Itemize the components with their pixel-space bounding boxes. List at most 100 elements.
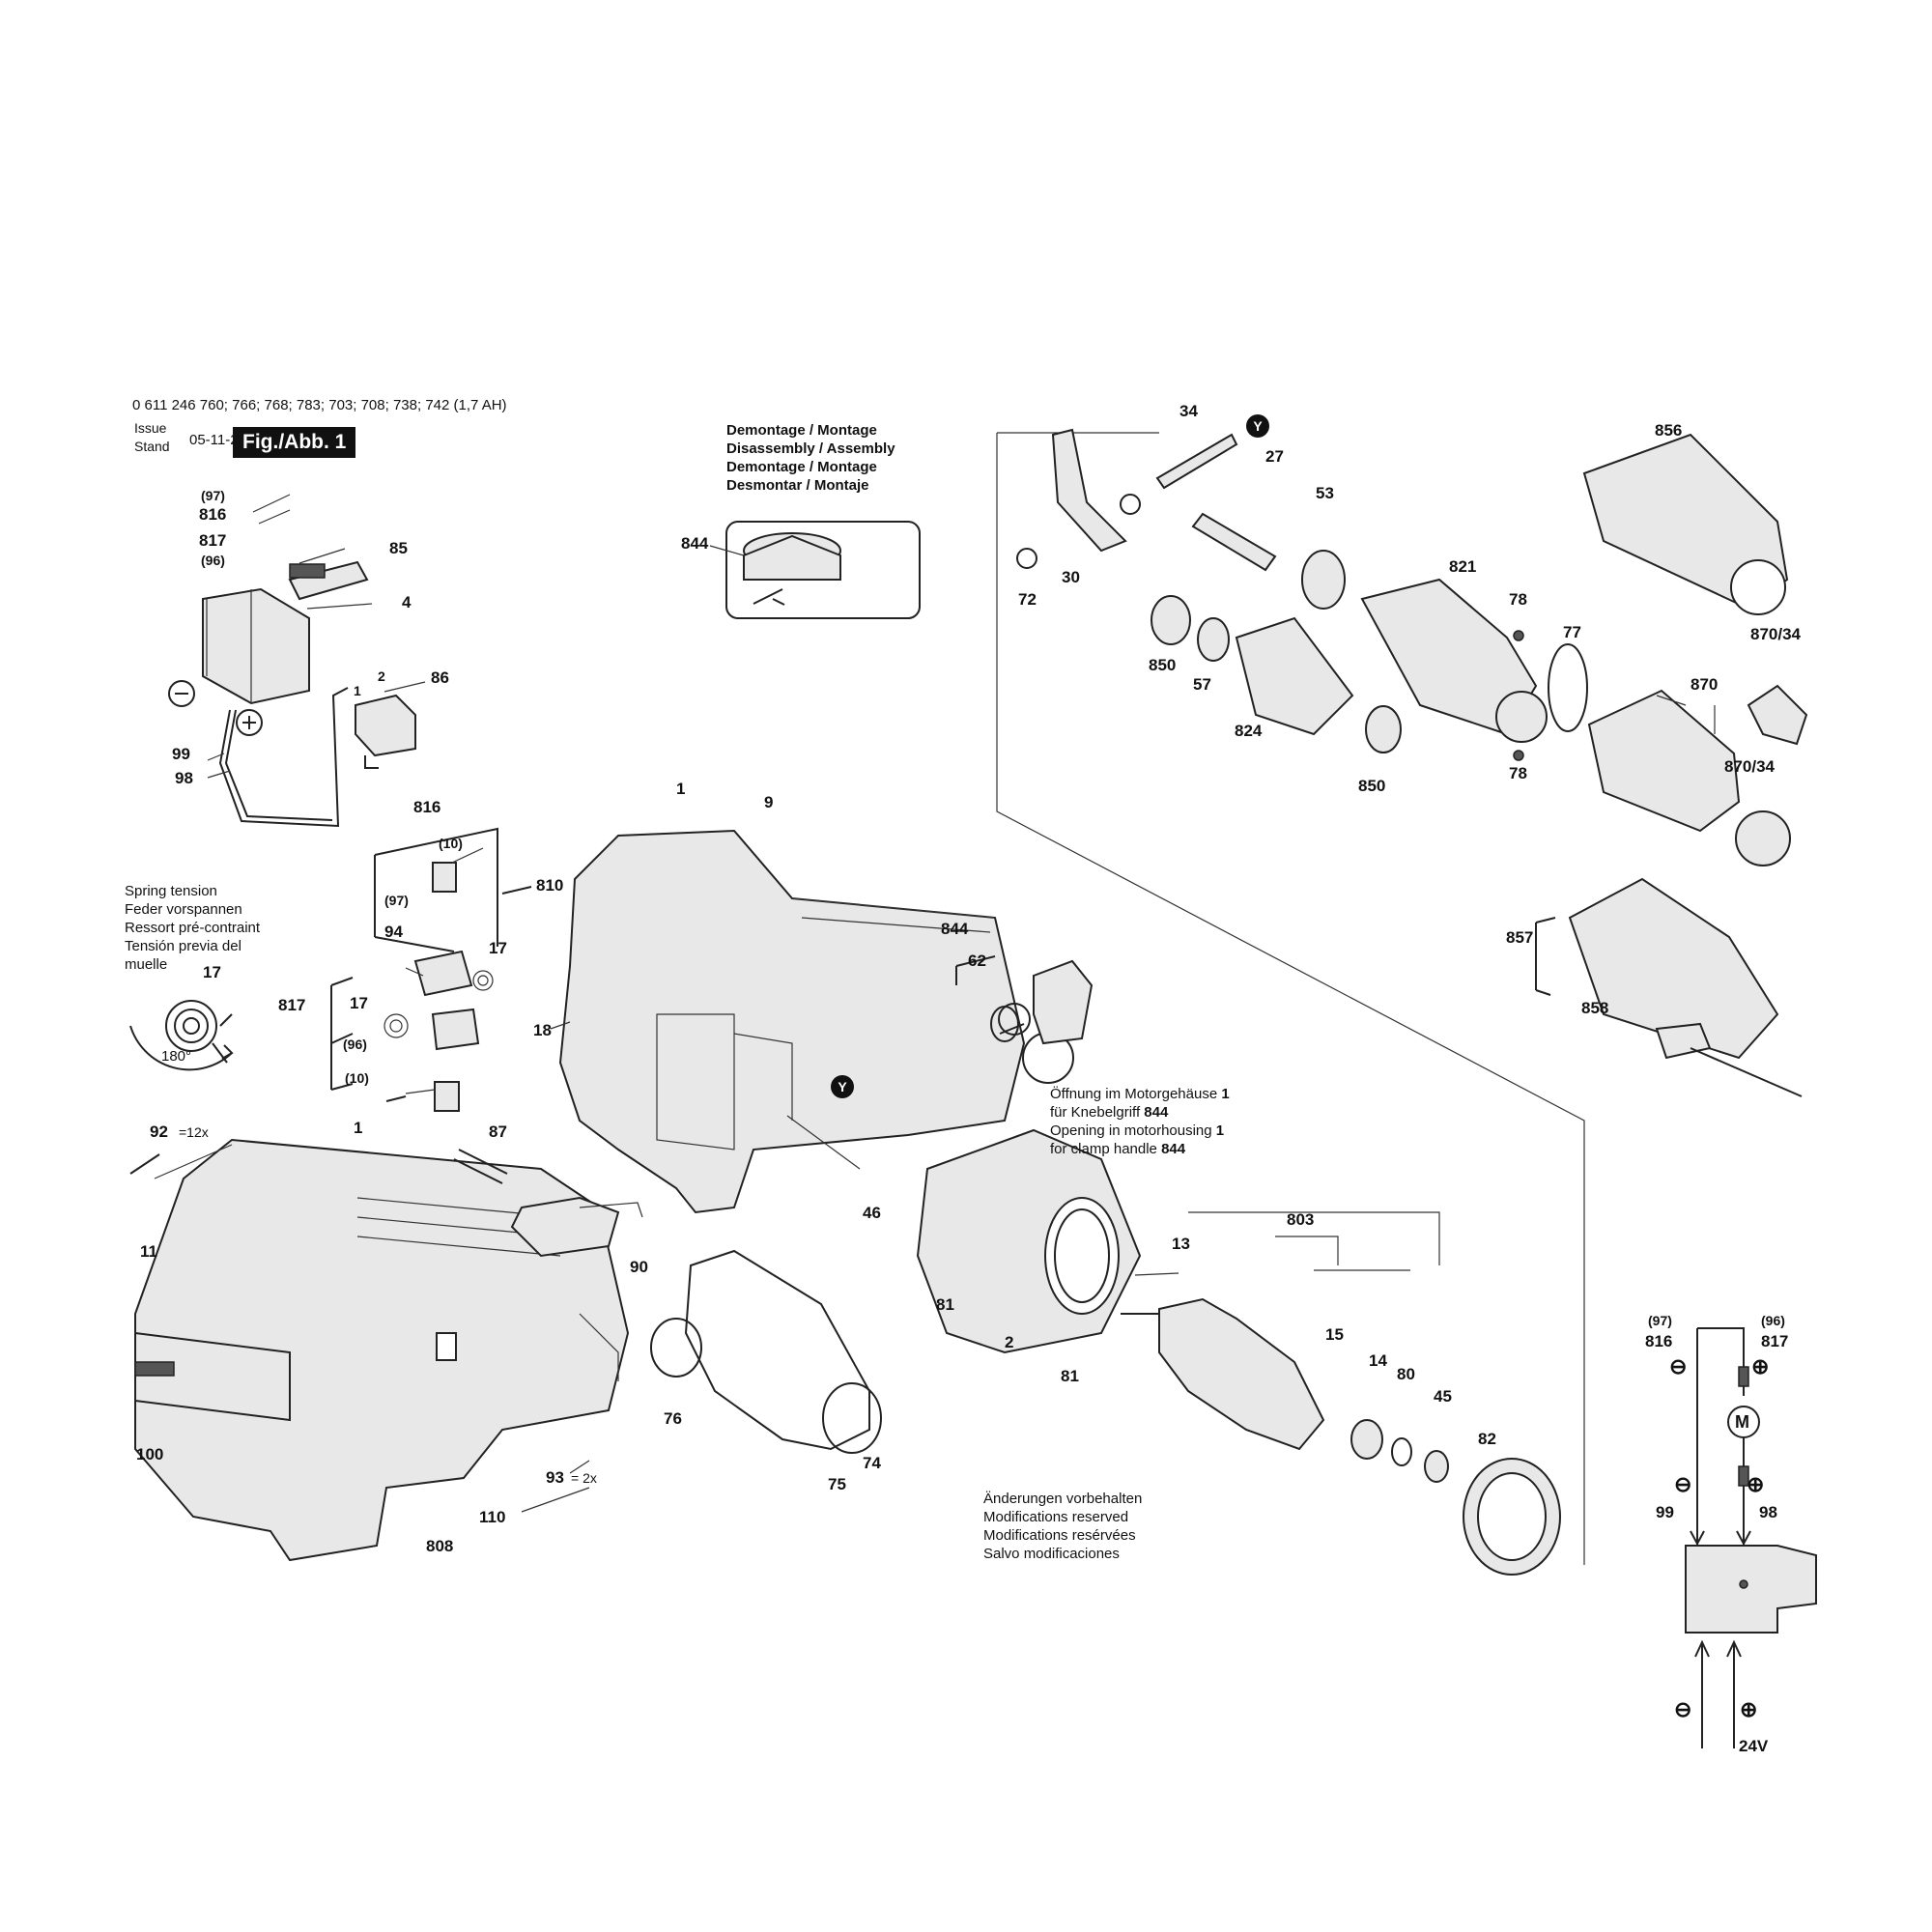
part-label: 13 — [1172, 1235, 1190, 1253]
part-label: 803 — [1287, 1210, 1315, 1229]
opening-note-ref: 1 — [1215, 1122, 1225, 1139]
part-label: 99 — [1656, 1503, 1674, 1521]
part-label: 77 — [1563, 623, 1581, 641]
modifications-note: Änderungen vorbehalten Modifications res… — [983, 1490, 1142, 1563]
part-label: 45 — [1434, 1387, 1452, 1406]
plus-symbol: ⊕ — [1747, 1472, 1765, 1496]
spring-note-line: muelle — [125, 956, 168, 973]
modifications-line: Modifications resérvées — [983, 1527, 1136, 1544]
opening-note-text: Opening in motorhousing — [1050, 1122, 1216, 1139]
gearbox-parts-drawing — [1016, 428, 1588, 761]
y-marker: Y — [1246, 414, 1269, 438]
minus-symbol: ⊖ — [1669, 1354, 1688, 1378]
part-label: 81 — [1061, 1367, 1079, 1385]
part-label: 94 — [384, 923, 403, 941]
stand-label: Stand — [134, 439, 170, 454]
assembly-note-line: Disassembly / Assembly — [726, 440, 895, 457]
part-label: 817 — [278, 996, 306, 1014]
opening-note-text: for clamp handle — [1050, 1141, 1162, 1157]
part-label: 15 — [1325, 1325, 1344, 1344]
part-label: 46 — [863, 1204, 881, 1222]
part-label: 82 — [1478, 1430, 1496, 1448]
part-label: 870 — [1690, 675, 1719, 694]
housing-half-left-drawing — [129, 1138, 630, 1562]
part-label: 74 — [863, 1454, 881, 1472]
modifications-line: Änderungen vorbehalten — [983, 1491, 1143, 1507]
part-label: (10) — [345, 1070, 369, 1086]
model-numbers: 0 611 246 760; 766; 768; 783; 703; 708; … — [132, 397, 507, 413]
y-marker: Y — [831, 1075, 854, 1098]
part-label: 78 — [1509, 764, 1527, 782]
part-label: 850 — [1149, 656, 1177, 674]
part-label: 17 — [350, 994, 368, 1012]
spring-note-line: Ressort pré-contraint — [125, 920, 261, 936]
part-label: 100 — [136, 1445, 164, 1463]
part-label: 90 — [630, 1258, 648, 1276]
part-label: 9 — [764, 793, 774, 811]
assembly-note-line: Demontage / Montage — [726, 422, 877, 439]
part-label: (96) — [343, 1037, 367, 1052]
opening-note-ref: 844 — [1161, 1141, 1186, 1157]
part-label: 98 — [1759, 1503, 1777, 1521]
part-label: 86 — [431, 668, 449, 687]
part-label: 75 — [828, 1475, 846, 1493]
part-label: 110 — [479, 1508, 506, 1526]
part-label: 810 — [536, 876, 564, 895]
part-label: 1 — [676, 780, 686, 798]
plus-symbol: ⊕ — [1751, 1354, 1770, 1378]
gearbox-frame-drawing — [996, 432, 1585, 1565]
part-label: 72 — [1018, 590, 1037, 609]
part-label: 93 — [546, 1468, 564, 1487]
part-label: 4 — [402, 593, 412, 611]
issue-date: 05-11-25 — [189, 432, 246, 448]
part-label: 81 — [936, 1295, 954, 1314]
slide-spring-drawing — [453, 1149, 643, 1258]
part-label: 17 — [489, 939, 507, 957]
part-label: 808 — [426, 1537, 454, 1555]
part-label: 76 — [664, 1409, 682, 1428]
opening-note-text: Öffnung im Motorgehäuse — [1050, 1086, 1222, 1102]
spring-tension-drawing — [129, 1000, 234, 1071]
part-label: 57 — [1193, 675, 1211, 694]
part-label: 1 — [354, 683, 361, 698]
opening-note-ref: 1 — [1221, 1086, 1230, 1102]
part-quantity: = 2x — [571, 1470, 597, 1486]
wiring-diagram-drawing — [1685, 1327, 1817, 1748]
brush-spring-drawing — [385, 1095, 407, 1102]
spring-note-line: Spring tension — [125, 883, 217, 899]
chuck-857-drawing — [1535, 877, 1803, 1097]
part-label: (97) — [1648, 1313, 1672, 1328]
part-label: 850 — [1358, 777, 1386, 795]
part-label: (10) — [439, 836, 463, 851]
part-label: (97) — [384, 893, 409, 908]
part-label: 1 — [354, 1119, 363, 1137]
part-label: 817 — [199, 531, 227, 550]
brush-holder-drawing — [330, 827, 532, 1112]
stator-drawing — [916, 1128, 1179, 1354]
part-label: 817 — [1761, 1332, 1789, 1350]
part-label: 821 — [1449, 557, 1477, 576]
opening-note-ref: 844 — [1144, 1104, 1169, 1121]
assembly-note-line: Desmontar / Montaje — [726, 477, 869, 494]
opening-note: Öffnung im Motorgehäuse 1 für Knebelgrif… — [1050, 1085, 1230, 1158]
part-label: (96) — [1761, 1313, 1785, 1328]
part-label: (97) — [201, 488, 225, 503]
spring-note-line: Feder vorspannen — [125, 901, 242, 918]
part-label: 816 — [199, 505, 227, 524]
gasket-drawing — [650, 1249, 882, 1454]
part-label: 34 — [1179, 402, 1198, 420]
figure-label: Fig./Abb. 1 — [233, 427, 356, 458]
part-label: 27 — [1265, 447, 1284, 466]
part-label: 78 — [1509, 590, 1527, 609]
part-label: 17 — [203, 963, 221, 981]
part-label: 11 — [140, 1242, 157, 1261]
disassembly-inset-drawing — [709, 521, 921, 619]
part-label: 2 — [1005, 1333, 1014, 1351]
part-label: 14 — [1369, 1351, 1387, 1370]
part-label: 53 — [1316, 484, 1334, 502]
part-label: 18 — [533, 1021, 552, 1039]
part-label: 92 — [150, 1122, 168, 1141]
assembly-note: Demontage / Montage Disassembly / Assemb… — [726, 421, 895, 495]
